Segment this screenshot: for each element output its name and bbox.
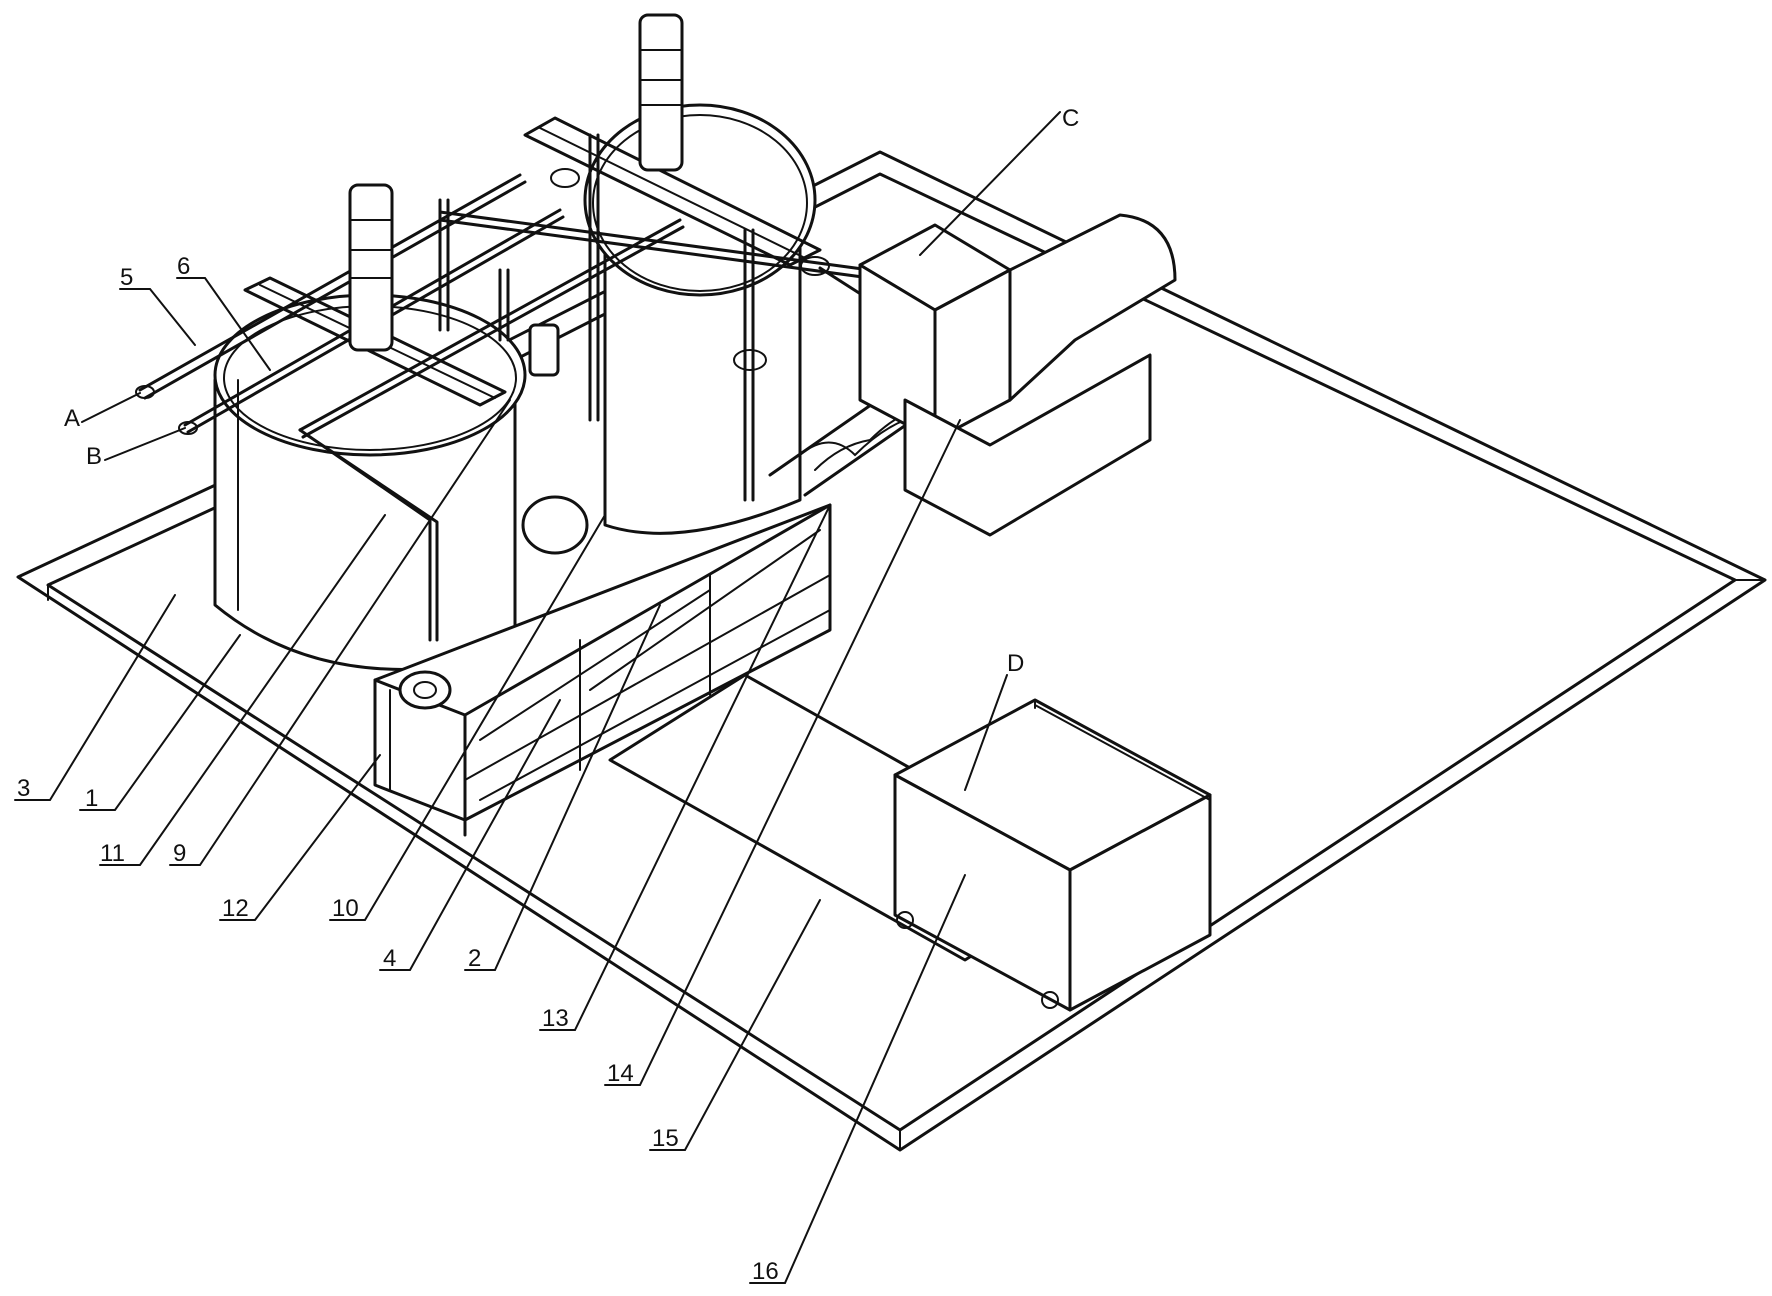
callout-13: 13 [542, 1005, 569, 1032]
callout-14: 14 [607, 1060, 634, 1087]
pipe-network [135, 116, 872, 642]
callout-11: 11 [100, 840, 125, 867]
conveyor-frame [373, 495, 832, 837]
collection-box [893, 698, 1212, 1012]
callout-15: 15 [652, 1125, 679, 1152]
left-tank [213, 293, 527, 671]
callout-16: 16 [752, 1258, 779, 1285]
callout-a: A [64, 405, 80, 432]
agitator-motors [348, 13, 684, 377]
callout-2: 2 [468, 945, 481, 972]
callout-3: 3 [17, 775, 30, 802]
callout-1: 1 [85, 785, 98, 812]
callout-b: B [86, 443, 102, 470]
callout-10: 10 [332, 895, 359, 922]
leader-lines [14, 111, 1061, 1284]
callout-12: 12 [222, 895, 249, 922]
callout-9: 9 [173, 840, 186, 867]
callout-d: D [1007, 650, 1024, 677]
drive-machine [858, 213, 1177, 537]
callout-5: 5 [120, 264, 133, 291]
callout-labels: 5 6 A B C D 3 1 11 9 12 10 4 2 13 14 15 … [17, 105, 1079, 1285]
callout-4: 4 [383, 945, 396, 972]
callout-6: 6 [177, 253, 190, 280]
callout-c: C [1062, 105, 1079, 132]
